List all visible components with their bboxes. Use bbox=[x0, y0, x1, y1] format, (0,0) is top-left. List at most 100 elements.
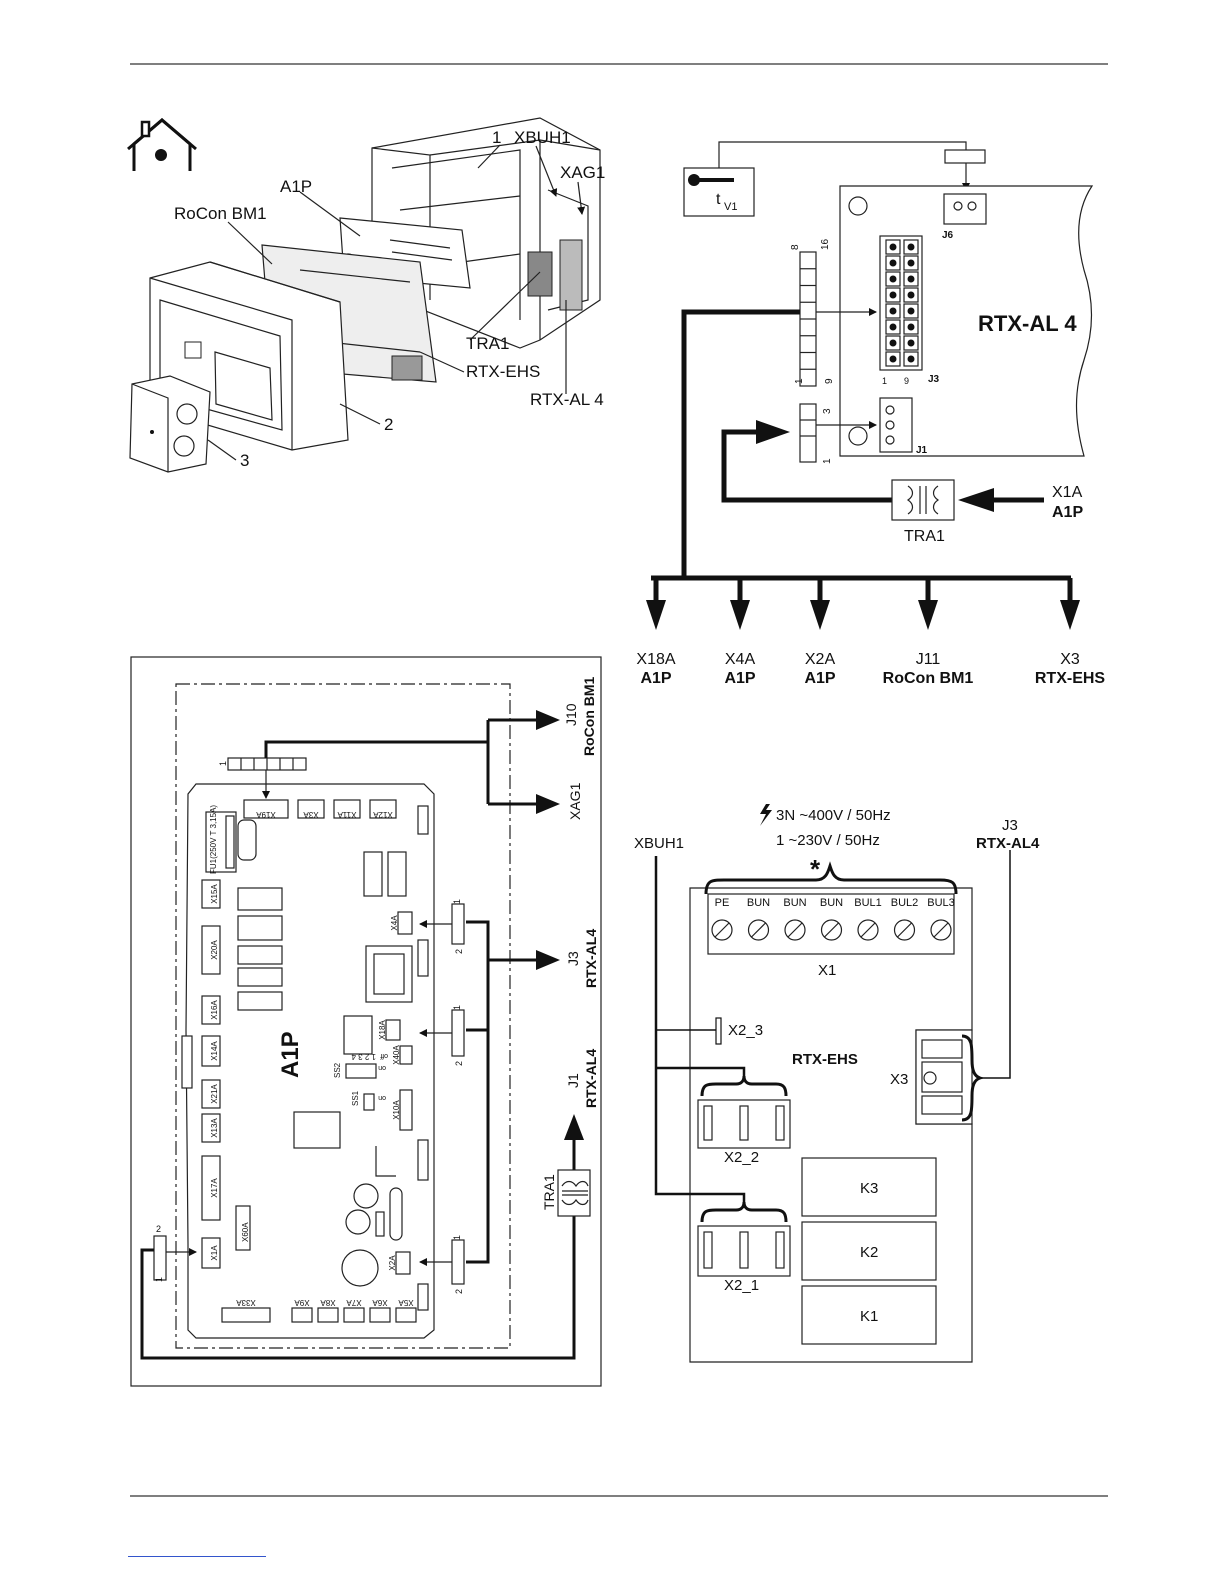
j3-pin-dot bbox=[889, 259, 897, 267]
out-j3-board: RTX-AL4 bbox=[583, 929, 599, 988]
output-board-label: A1P bbox=[804, 670, 835, 687]
a1p-plug-pin2: 2 bbox=[454, 949, 464, 954]
svg-text:16: 16 bbox=[820, 238, 831, 250]
out-j10-conn: J10 bbox=[563, 703, 579, 726]
a1p-top-connector-label: X19A bbox=[256, 810, 276, 819]
a1p-plug-pin1: 1 bbox=[452, 899, 462, 904]
terminal-slot bbox=[714, 922, 730, 938]
svg-text:1: 1 bbox=[882, 376, 887, 386]
lightning-icon bbox=[760, 804, 772, 826]
a1p-left-connector-label: X15A bbox=[210, 884, 219, 904]
a1p-plug bbox=[451, 1009, 465, 1057]
a1p-left-connector bbox=[201, 1237, 221, 1269]
relay-k1 bbox=[801, 1285, 937, 1345]
j3-pin-dot bbox=[889, 355, 897, 363]
j3-pin bbox=[885, 239, 901, 255]
svg-text:1: 1 bbox=[794, 378, 805, 384]
label-rocon-top: RoCon BM1 bbox=[174, 204, 267, 223]
x2-3-label: X2_3 bbox=[728, 1022, 763, 1039]
label-xag1-top: XAG1 bbox=[560, 163, 605, 182]
j3-pin bbox=[885, 287, 901, 303]
x2-2-label: X2_2 bbox=[724, 1149, 759, 1166]
j3-pin bbox=[903, 319, 919, 335]
x3-label: X3 bbox=[890, 1071, 908, 1088]
a1p-bottom-connector-label: X8A bbox=[320, 1298, 336, 1307]
sensor-sub: V1 bbox=[724, 201, 737, 213]
j3-pin-dot bbox=[907, 275, 915, 283]
j3-pin-dot bbox=[889, 307, 897, 315]
x1-label: X1 bbox=[818, 962, 836, 979]
a1p-left-connector bbox=[201, 1113, 221, 1143]
a1p-left-connector-label: X17A bbox=[210, 1178, 219, 1198]
out-xag1: XAG1 bbox=[567, 782, 583, 820]
svg-text:1: 1 bbox=[822, 458, 833, 464]
out-j1-conn: J1 bbox=[565, 1073, 581, 1088]
j3-pin bbox=[885, 303, 901, 319]
out-j1-board: RTX-AL4 bbox=[583, 1049, 599, 1108]
j3-pin bbox=[903, 255, 919, 271]
a1p-right-connector-label: X40A bbox=[392, 1045, 401, 1065]
a1p-left-connector-label: X13A bbox=[210, 1118, 219, 1138]
output-arrow bbox=[1060, 600, 1080, 630]
j3-pin-dot bbox=[907, 291, 915, 299]
asterisk: * bbox=[810, 854, 821, 884]
svg-text:9: 9 bbox=[824, 378, 835, 384]
svg-text:1: 1 bbox=[218, 761, 228, 766]
a1p-bottom-connector bbox=[343, 1307, 365, 1323]
a1p-left-connector bbox=[201, 995, 221, 1025]
rtx-al4-board-title: RTX-AL 4 bbox=[978, 311, 1077, 336]
a1p-plug bbox=[451, 903, 465, 945]
j3-pin-dot bbox=[889, 323, 897, 331]
a1p-bottom-connector-label: X33A bbox=[236, 1298, 256, 1307]
a1p-bottom-connector bbox=[317, 1307, 339, 1323]
output-conn-label: X2A bbox=[805, 651, 836, 668]
j3-board-label: RTX-AL4 bbox=[976, 835, 1040, 852]
rtx-al4-wiring-diagram: t V1 RTX-AL 4 J6 1 9 J3 J1 bbox=[636, 141, 1105, 687]
input-a1p: A1P bbox=[1052, 504, 1083, 521]
a1p-left-connector-label: X1A bbox=[210, 1245, 219, 1261]
terminal-slot bbox=[751, 922, 766, 938]
a1p-right-connector bbox=[395, 1251, 411, 1275]
a1p-plug-pin1: 1 bbox=[452, 1235, 462, 1240]
out-j3-conn: J3 bbox=[565, 951, 581, 966]
label-xbuh1-top: XBUH1 bbox=[514, 128, 571, 147]
a1p-left-connector bbox=[201, 1079, 221, 1109]
relay-k2 bbox=[801, 1221, 937, 1281]
rtx-ehs-wiring-diagram: 3N ~400V / 50Hz 1 ~230V / 50Hz * J3 RTX-… bbox=[634, 804, 1040, 1363]
switch-box-housing bbox=[371, 117, 601, 349]
tra1-label-right: TRA1 bbox=[904, 528, 945, 545]
j3-pin bbox=[903, 335, 919, 351]
a1p-left-connector-label: X16A bbox=[210, 1000, 219, 1020]
a1p-top-connector bbox=[243, 799, 289, 819]
a1p-plug-pin1: 1 bbox=[452, 1005, 462, 1010]
house-with-dot-icon bbox=[127, 118, 197, 171]
output-conn-label: J11 bbox=[916, 651, 941, 668]
ss2-label: SS2 bbox=[333, 1062, 342, 1078]
svg-text:off: off bbox=[380, 1052, 388, 1059]
terminal-slot bbox=[824, 922, 839, 938]
terminal-label: BUL2 bbox=[891, 897, 919, 909]
a1p-plug-pin2: 2 bbox=[454, 1289, 464, 1294]
svg-text:1: 1 bbox=[154, 1277, 164, 1282]
j3-pin bbox=[885, 271, 901, 287]
j3-label: J3 bbox=[928, 374, 940, 385]
footer-link-underline[interactable] bbox=[128, 1556, 266, 1557]
tra1-transformer-left bbox=[557, 1169, 591, 1217]
label-tra1-top: TRA1 bbox=[466, 334, 509, 353]
j3-pin bbox=[885, 335, 901, 351]
input-x1a: X1A bbox=[1052, 484, 1083, 501]
a1p-bottom-connector-label: X5A bbox=[398, 1298, 414, 1307]
a1p-left-connector bbox=[201, 1155, 221, 1221]
terminal-label: PE bbox=[715, 897, 730, 909]
a1p-bottom-connector bbox=[369, 1307, 391, 1323]
callout-3: 3 bbox=[240, 451, 249, 470]
a1p-top-connector bbox=[369, 799, 397, 819]
a1p-right-connector bbox=[399, 1089, 413, 1131]
j3-pin-dot bbox=[889, 243, 897, 251]
a1p-bottom-connector bbox=[291, 1307, 313, 1323]
a1p-top-connector bbox=[297, 799, 325, 819]
j3-pin bbox=[903, 351, 919, 367]
tra1-label-left: TRA1 bbox=[541, 1174, 557, 1210]
output-conn-label: X4A bbox=[725, 651, 756, 668]
